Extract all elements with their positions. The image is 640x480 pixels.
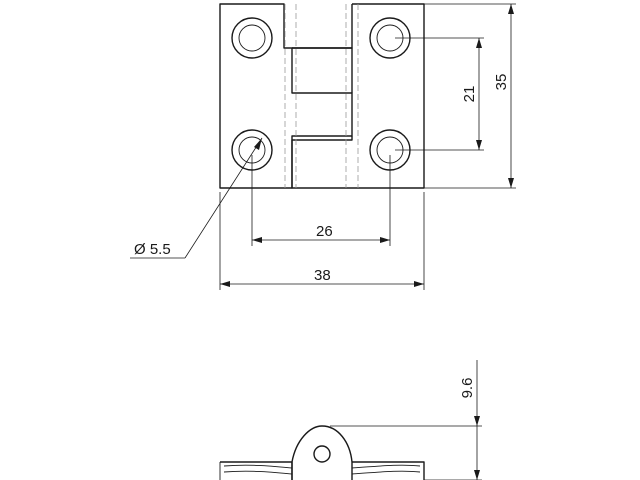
hole-spacing-vertical-label: 21 [461, 86, 478, 103]
hole-diameter-label: Ø 5.5 [134, 241, 171, 258]
overall-width-label: 38 [314, 267, 331, 284]
mounting-hole-top-left [231, 17, 273, 59]
overall-height-label: 35 [493, 74, 510, 91]
hinge-pin [313, 445, 331, 463]
hole-spacing-horizontal-label: 26 [316, 223, 333, 240]
thickness-label: 9.6 [459, 378, 476, 399]
hole-spacing-horizontal-dimension: 26 [251, 155, 391, 246]
hole-spacing-vertical-dimension: 21 [395, 37, 484, 151]
overall-width-dimension: 38 [219, 192, 425, 290]
hinge-side-view [219, 425, 425, 480]
hinge-top-view [219, 3, 425, 189]
hole-diameter-dimension: Ø 5.5 [130, 137, 263, 259]
overall-height-dimension: 35 [424, 3, 516, 189]
hinge-left-leaf [219, 3, 353, 189]
thickness-dimension: 9.6 [330, 360, 482, 480]
hinge-knuckle [291, 425, 353, 480]
